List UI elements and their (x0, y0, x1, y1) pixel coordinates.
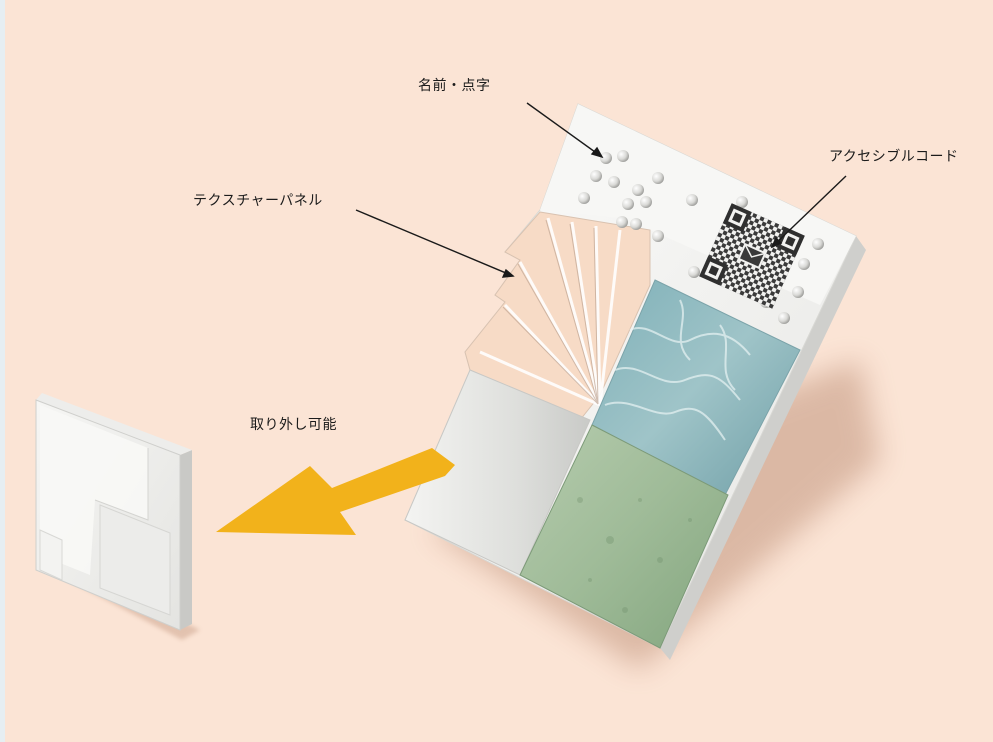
name-braille-label: 名前・点字 (418, 78, 491, 94)
removable-tile (35, 393, 192, 631)
qr-code-icon (699, 203, 805, 309)
accessible-code-label: アクセシブルコード (829, 149, 959, 165)
left-edge-strip (0, 0, 5, 742)
braille-dots (578, 150, 824, 324)
texture-ribs (479, 217, 622, 407)
envelope-icon (737, 242, 767, 270)
removable-label: 取り外し可能 (250, 417, 337, 433)
arrow-left-icon (216, 448, 455, 535)
stone-texture-tile (519, 424, 729, 649)
leader-lines (355, 102, 847, 278)
panel-side-edge (660, 236, 866, 660)
texture-panel-label: テクスチャーパネル (193, 193, 323, 209)
